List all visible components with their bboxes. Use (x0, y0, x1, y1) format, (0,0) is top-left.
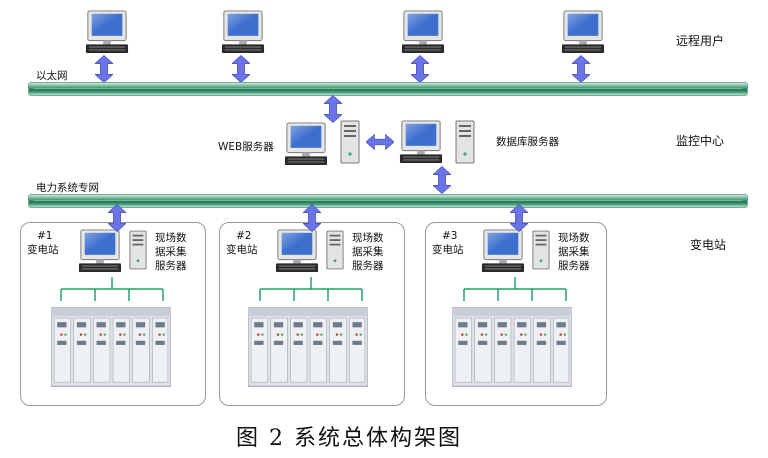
substation-name: 变电站 (432, 244, 464, 256)
power-network-label: 电力系统专网 (36, 182, 99, 194)
remote-pc-icon (560, 10, 606, 54)
ethernet-bus (28, 82, 748, 96)
bidirectional-arrow-icon (324, 95, 342, 123)
bidirectional-arrow-icon (95, 55, 113, 83)
ethernet-label: 以太网 (36, 70, 68, 82)
switchgear-cabinet (452, 307, 572, 387)
substation-name: 变电站 (27, 244, 59, 256)
substation-id: #1 (37, 230, 53, 242)
figure-caption: 图 2 系统总体构架图 (236, 426, 462, 451)
bidirectional-arrow-icon (366, 134, 394, 150)
substation-box: #1 变电站 现场数 据采集 服务器 (20, 222, 206, 406)
station-pc-icon (77, 229, 123, 273)
bidirectional-arrow-icon (108, 204, 126, 232)
database-server-pc-icon (398, 120, 444, 164)
remote-pc-icon (84, 10, 130, 54)
substation-id: #3 (442, 230, 458, 242)
bus-connection-lines (463, 277, 567, 301)
database-server-tower-icon (455, 120, 475, 164)
remote-pc-icon (400, 10, 446, 54)
station-server-label: 现场数 据采集 服务器 (155, 232, 187, 272)
station-server-label: 现场数 据采集 服务器 (352, 232, 384, 272)
zone-label-monitor-center: 监控中心 (676, 134, 725, 148)
station-pc-icon (480, 229, 526, 273)
station-server-label: 现场数 据采集 服务器 (558, 232, 590, 272)
zone-label-substation: 变电站 (690, 238, 727, 252)
switchgear-cabinet (248, 307, 368, 387)
substation-box: #2 变电站 现场数 据采集 服务器 (219, 222, 405, 406)
station-tower-icon (129, 229, 147, 271)
substation-box: #3 变电站 现场数 据采集 服务器 (425, 222, 607, 406)
bidirectional-arrow-icon (572, 55, 590, 83)
bidirectional-arrow-icon (303, 204, 321, 232)
bus-connection-lines (259, 277, 363, 301)
station-tower-icon (532, 229, 550, 271)
substation-id: #2 (236, 230, 252, 242)
web-server-tower-icon (340, 120, 360, 164)
bidirectional-arrow-icon (510, 204, 528, 232)
station-tower-icon (326, 229, 344, 271)
bus-connection-lines (60, 277, 164, 301)
bidirectional-arrow-icon (232, 55, 250, 83)
web-server-pc-icon (283, 122, 329, 166)
bidirectional-arrow-icon (433, 166, 451, 194)
zone-label-remote-users: 远程用户 (676, 34, 725, 48)
remote-pc-icon (220, 10, 266, 54)
power-network-bus (28, 194, 748, 208)
substation-name: 变电站 (226, 244, 258, 256)
web-server-label: WEB服务器 (218, 141, 274, 153)
switchgear-cabinet (51, 307, 171, 387)
bidirectional-arrow-icon (411, 55, 429, 83)
database-server-label: 数据库服务器 (496, 136, 559, 148)
station-pc-icon (274, 229, 320, 273)
